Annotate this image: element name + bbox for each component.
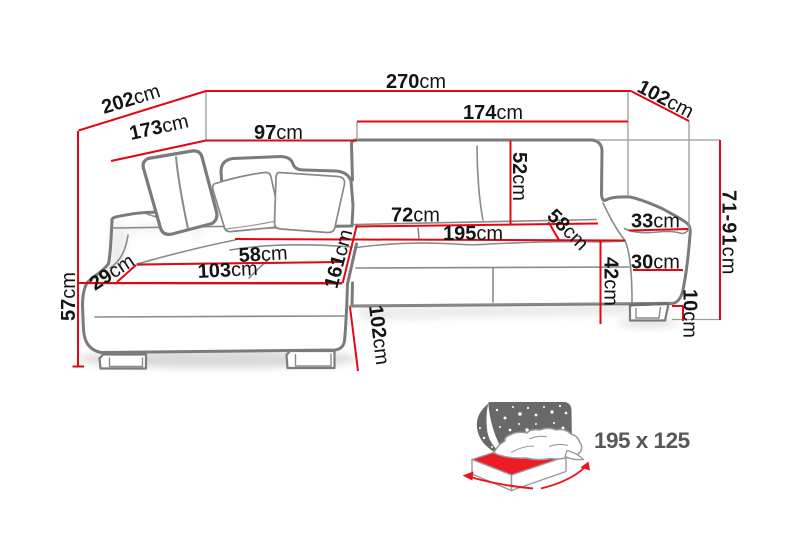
svg-text:270cm: 270cm [386, 71, 446, 93]
svg-text:57cm: 57cm [58, 272, 80, 321]
svg-text:52cm: 52cm [508, 152, 530, 201]
svg-text:72cm: 72cm [391, 205, 440, 227]
svg-text:195cm: 195cm [443, 223, 503, 245]
svg-text:42cm: 42cm [600, 257, 622, 306]
svg-text:10cm: 10cm [679, 289, 701, 338]
svg-text:103cm: 103cm [197, 258, 258, 283]
svg-text:174cm: 174cm [463, 102, 523, 124]
svg-text:195 x 125: 195 x 125 [594, 428, 690, 453]
svg-text:33cm: 33cm [631, 211, 680, 233]
svg-text:30cm: 30cm [631, 252, 680, 274]
svg-text:97cm: 97cm [254, 122, 303, 144]
svg-text:58cm: 58cm [238, 242, 288, 267]
svg-text:71-91cm: 71-91cm [718, 190, 740, 276]
